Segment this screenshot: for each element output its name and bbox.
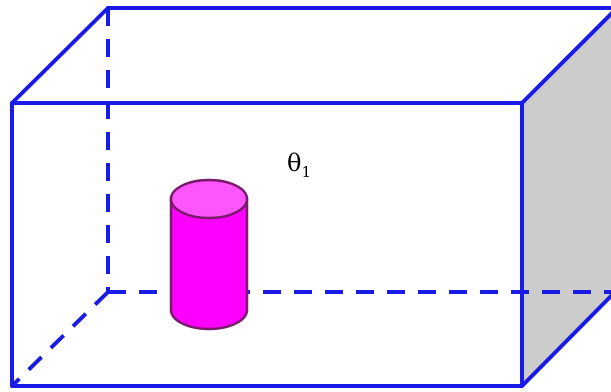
right-side-face <box>522 14 611 386</box>
cylinder-top <box>169 178 249 220</box>
cylinder-body <box>169 197 249 331</box>
bottom-right-depth-edge <box>520 293 611 388</box>
front-face <box>10 101 524 388</box>
hidden-depth-edge <box>10 290 110 388</box>
theta-label: θ1 <box>287 149 311 181</box>
top-left-depth-edge <box>10 6 110 105</box>
theta-subscript: 1 <box>301 163 311 181</box>
cylinder <box>169 178 249 331</box>
visible-box-edges <box>10 6 611 388</box>
theta-symbol: θ <box>287 149 301 177</box>
top-right-depth-edge <box>520 11 611 105</box>
